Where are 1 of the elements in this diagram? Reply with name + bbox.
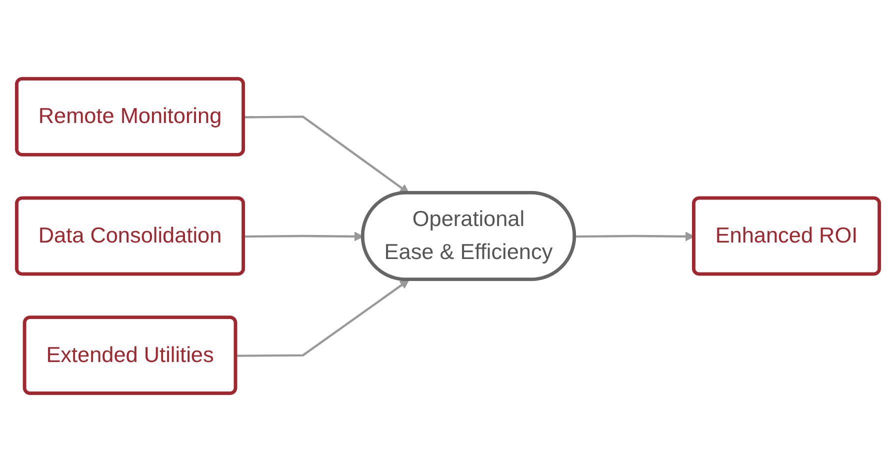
- arrow: [236, 279, 410, 356]
